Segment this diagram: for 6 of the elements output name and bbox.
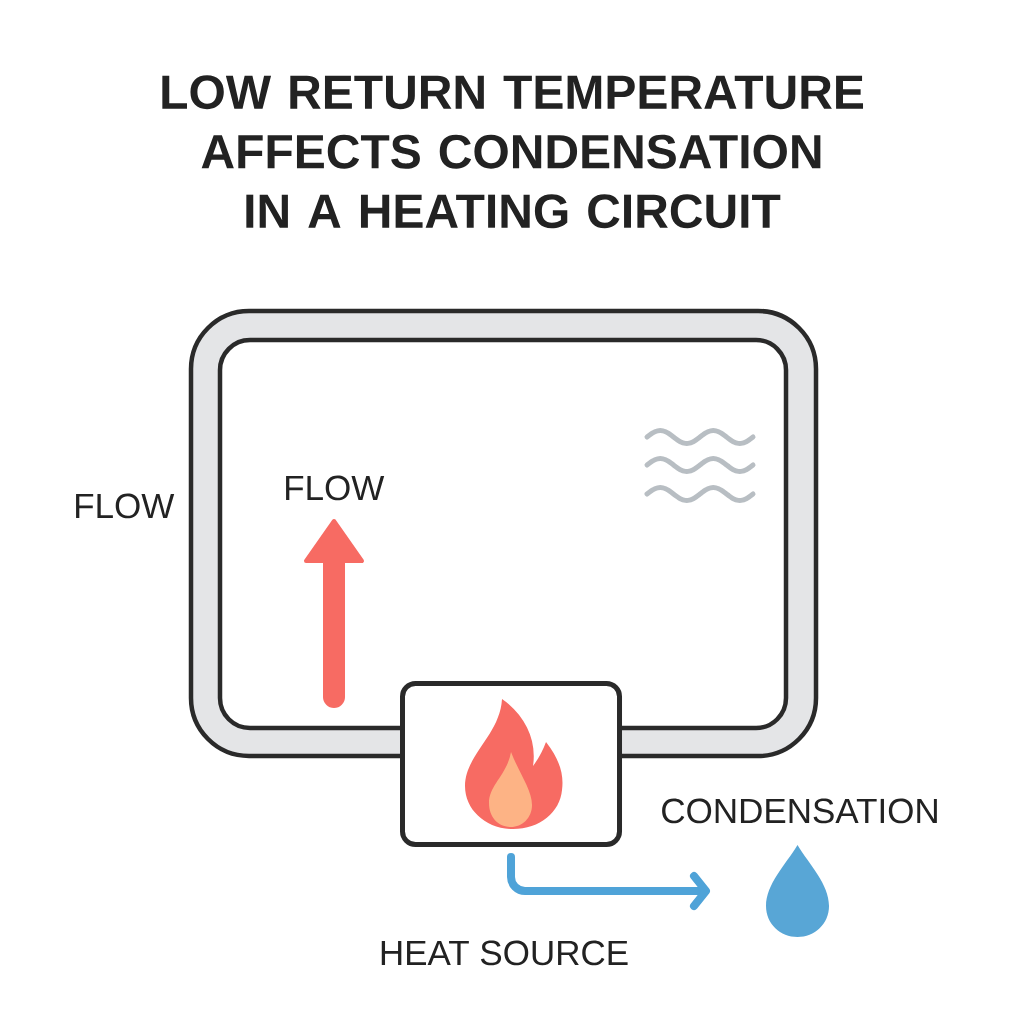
title: LOW RETURN TEMPERATURE AFFECTS CONDENSATION IN A HEATING CIRCUIT — [162, 75, 863, 229]
caption-text: CONDENSATION — [662, 798, 937, 824]
text-label: FLOW — [286, 475, 385, 501]
caption-text: HEAT SOURCE — [381, 940, 628, 966]
text-label: FLOW — [76, 493, 175, 519]
water-drop — [766, 845, 829, 937]
